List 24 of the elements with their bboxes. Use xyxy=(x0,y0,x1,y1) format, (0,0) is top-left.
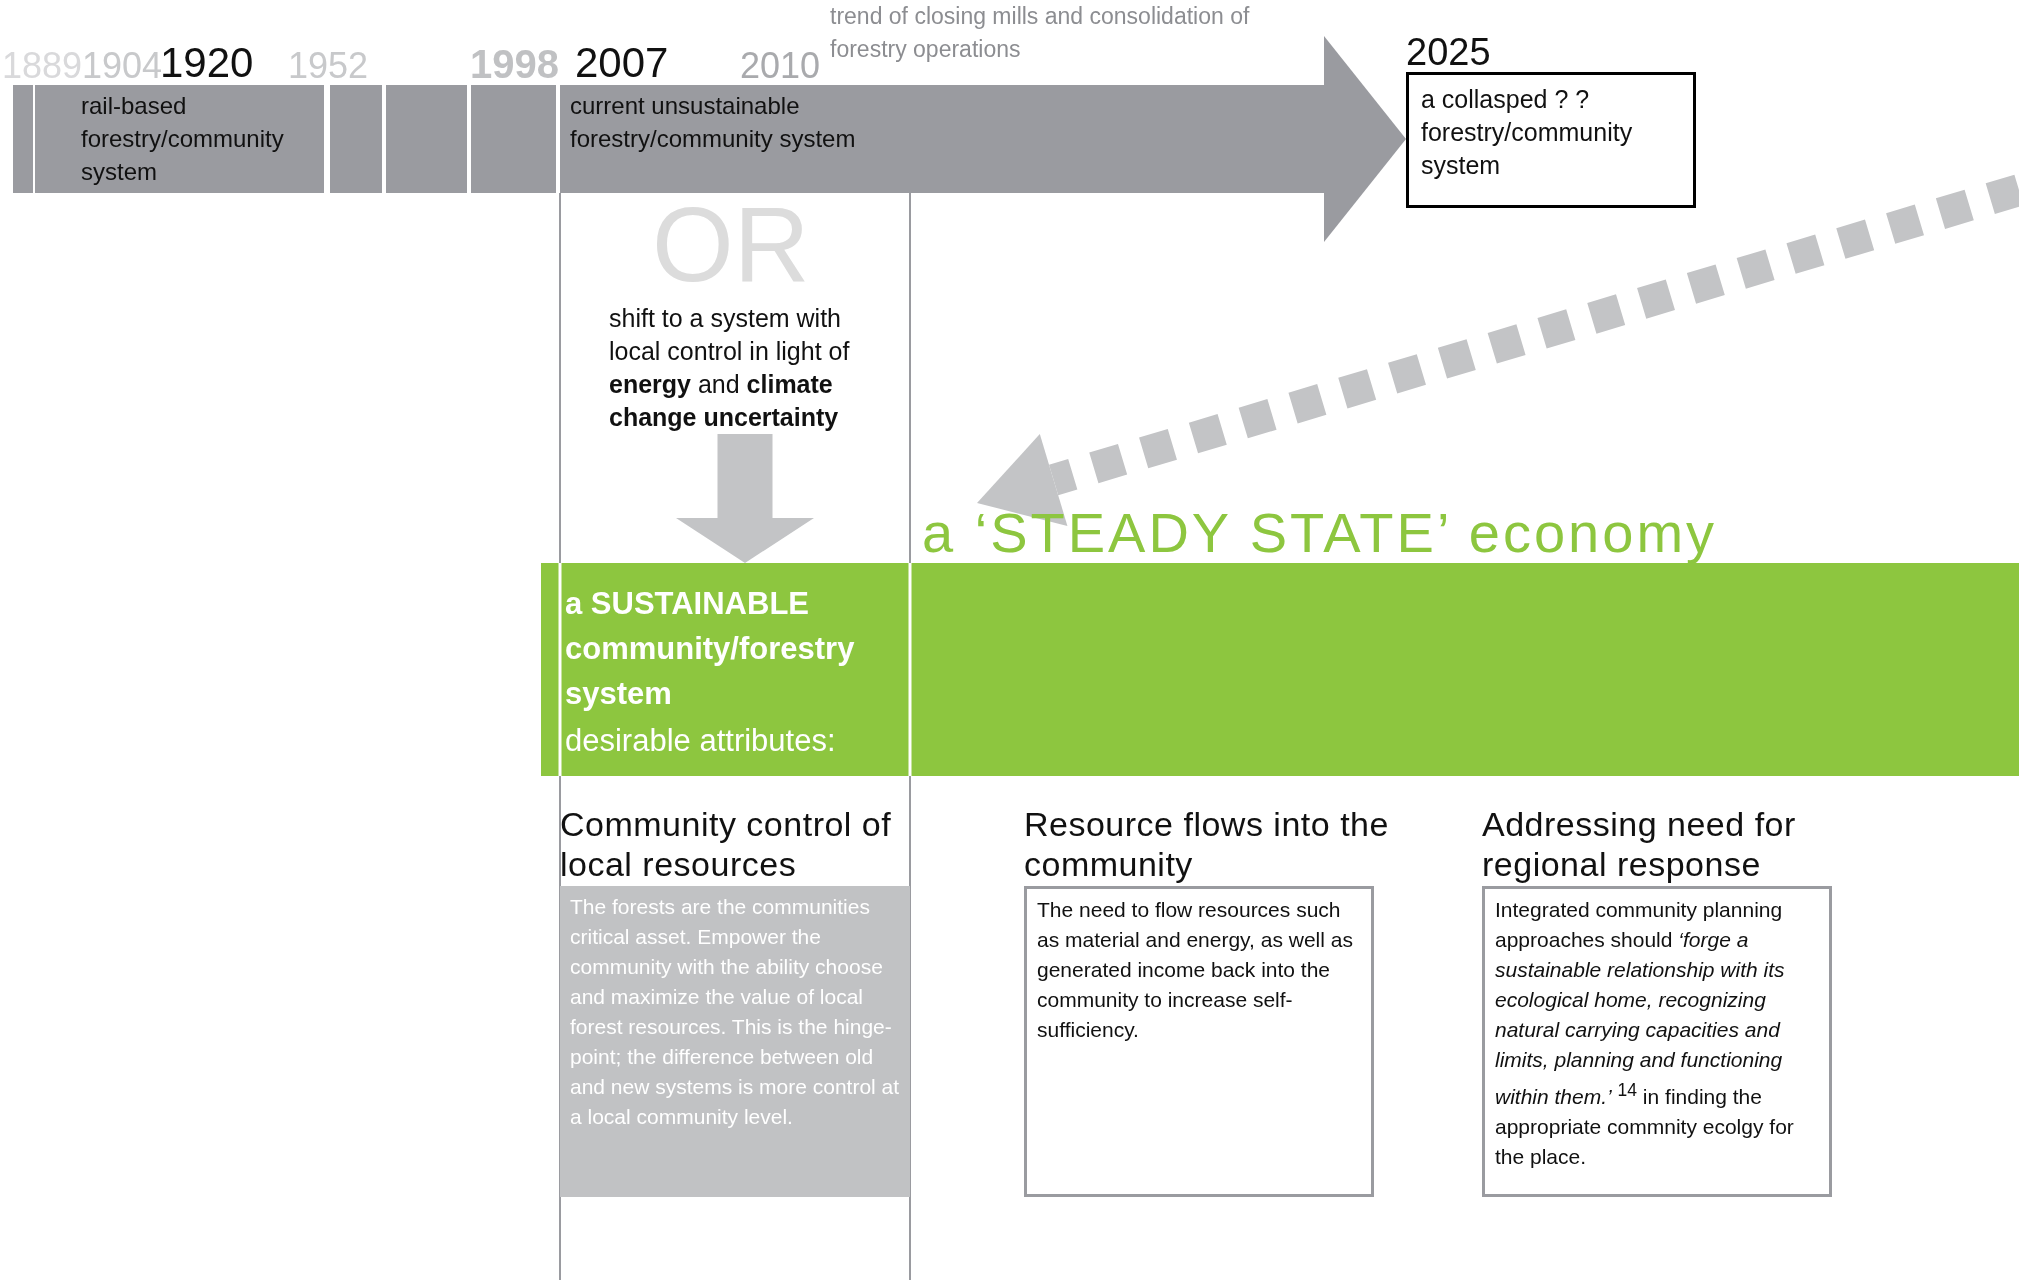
outcome-box: a collasped ? ? forestry/community system xyxy=(1406,72,1696,208)
year-label: 2025 xyxy=(1406,32,1492,72)
trend-note: trend of closing mills and consolidation of forestry operations xyxy=(830,2,1251,64)
year-label: 2010 xyxy=(740,48,821,84)
band-subheading: desirable attributes: xyxy=(565,722,837,760)
description-panel: Integrated community planning approaches should ‘forge a sustainable relationship with its ecological home, recognizing natural carrying capacities and limits, planning and functioning within them.’ $^{14}$ in finding the appropriate commnity ecolgy for the place. xyxy=(1482,886,1832,1197)
description-panel: The forests are the communities critical asset. Empower the community with the ability choose and maximize the value of local forest resources. This is the hinge-point; the difference between old and new systems is more control at a local community level. xyxy=(560,886,910,1197)
timeline-segment xyxy=(13,85,33,193)
timeline-segment xyxy=(35,85,55,193)
timeline-segment: rail-based forestry/community system xyxy=(71,85,324,193)
year-label: 1998 xyxy=(470,44,559,84)
year-label: 2007 xyxy=(575,42,669,84)
year-label: 1920 xyxy=(160,42,254,84)
banner-text: a ‘STEADY STATE’ economy xyxy=(922,503,1718,563)
panel-heading: Addressing need for regional response xyxy=(1482,804,1797,885)
timeline-segment xyxy=(386,85,467,193)
timeline-segment xyxy=(330,85,382,193)
timeline-segment: current unsustainable forestry/community system xyxy=(560,85,908,193)
timeline-segment xyxy=(471,85,556,193)
note-text: shift to a system with local control in light of energy and climate change uncertainty xyxy=(609,302,894,434)
description-panel: The need to flow resources such as material and energy, as well as generated income back into the community to increase self-sufficiency. xyxy=(1024,886,1374,1197)
highlight-band xyxy=(541,563,2019,776)
panel-heading: Community control of local resources xyxy=(560,804,893,885)
panel-heading: Resource flows into the community xyxy=(1024,804,1390,885)
